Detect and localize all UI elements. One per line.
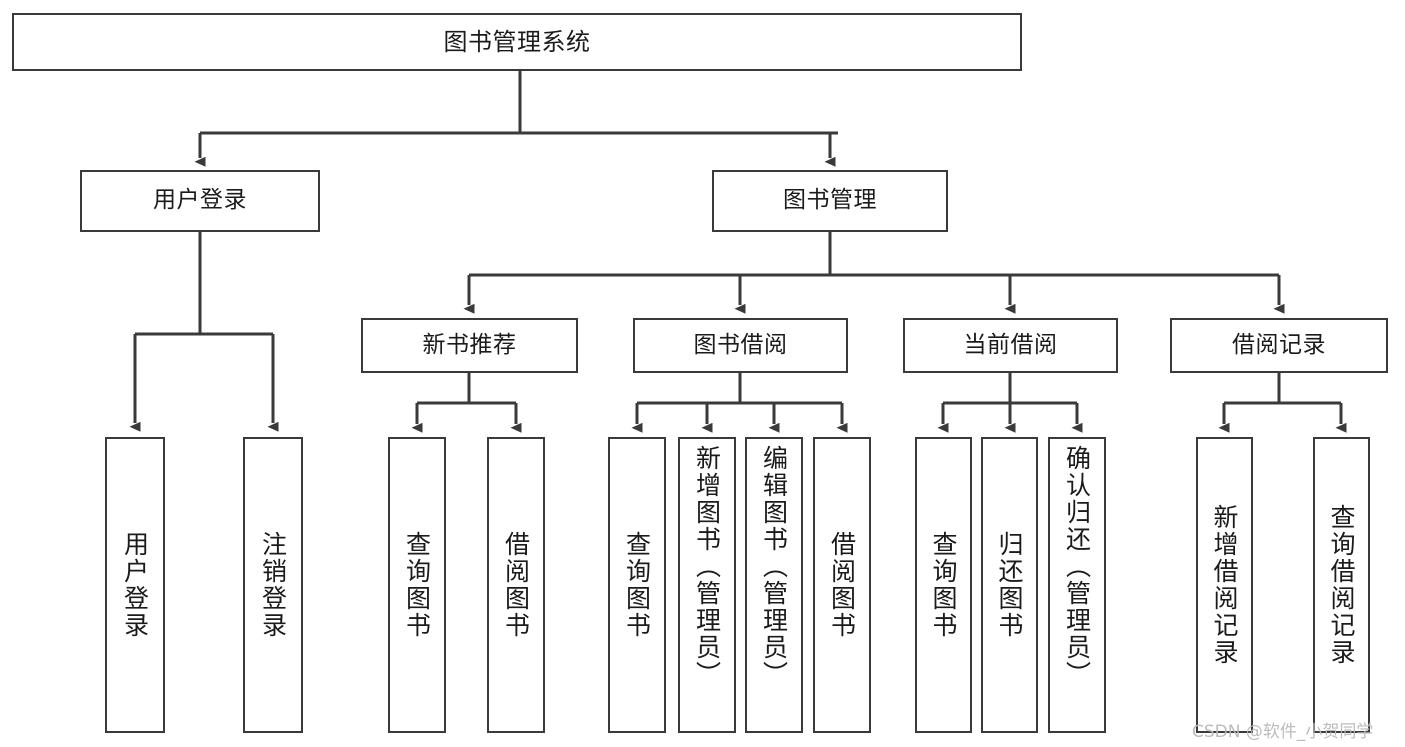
leaf-edit-book-admin[interactable]: 编辑图书（管理员） [745, 437, 803, 733]
node-book-management[interactable]: 图书管理 [712, 170, 948, 232]
node-book-management-label: 图书管理 [783, 187, 877, 214]
leaf-borrow-book-recommend-label: 借阅图书 [501, 531, 531, 639]
leaf-query-borrow-record[interactable]: 查询借阅记录 [1313, 437, 1370, 733]
node-book-borrow-label: 图书借阅 [693, 331, 788, 358]
leaf-user-login-label: 用户登录 [120, 531, 150, 639]
node-user-login-label: 用户登录 [153, 187, 247, 214]
node-borrow-record[interactable]: 借阅记录 [1170, 318, 1388, 373]
node-current-borrow[interactable]: 当前借阅 [903, 318, 1118, 373]
node-borrow-record-label: 借阅记录 [1232, 331, 1326, 358]
leaf-edit-book-admin-label: 编辑图书（管理员） [759, 445, 789, 688]
node-new-book-recommend-label: 新书推荐 [422, 331, 517, 358]
leaf-query-book-current-label: 查询图书 [929, 531, 958, 639]
leaf-query-book-current[interactable]: 查询图书 [915, 437, 972, 733]
leaf-borrow-book-label: 借阅图书 [827, 531, 857, 639]
leaf-confirm-return-admin-label: 确认归还（管理员） [1062, 445, 1092, 688]
leaf-borrow-book-recommend[interactable]: 借阅图书 [487, 437, 545, 733]
node-root-label: 图书管理系统 [443, 27, 591, 56]
node-book-borrow[interactable]: 图书借阅 [633, 318, 848, 373]
leaf-confirm-return-admin[interactable]: 确认归还（管理员） [1048, 437, 1106, 733]
leaf-borrow-book[interactable]: 借阅图书 [813, 437, 871, 733]
leaf-add-borrow-record[interactable]: 新增借阅记录 [1196, 437, 1253, 733]
node-user-login[interactable]: 用户登录 [80, 170, 320, 232]
leaf-add-book-admin[interactable]: 新增图书（管理员） [678, 437, 736, 733]
node-root[interactable]: 图书管理系统 [12, 13, 1022, 71]
leaf-query-borrow-record-label: 查询借阅记录 [1327, 504, 1356, 666]
leaf-query-book-recommend-label: 查询图书 [402, 531, 432, 639]
leaf-user-login[interactable]: 用户登录 [105, 437, 165, 733]
leaf-query-book-recommend[interactable]: 查询图书 [388, 437, 446, 733]
leaf-return-book-label: 归还图书 [995, 531, 1024, 639]
node-current-borrow-label: 当前借阅 [963, 331, 1058, 358]
leaf-add-borrow-record-label: 新增借阅记录 [1210, 504, 1239, 666]
leaf-add-book-admin-label: 新增图书（管理员） [692, 445, 722, 688]
leaf-return-book[interactable]: 归还图书 [981, 437, 1038, 733]
leaf-query-book-borrow[interactable]: 查询图书 [608, 437, 666, 733]
leaf-logout-label: 注销登录 [258, 531, 288, 639]
leaf-logout[interactable]: 注销登录 [243, 437, 303, 733]
csdn-watermark: CSDN @软件_小贺同学 [1192, 722, 1374, 742]
leaf-query-book-borrow-label: 查询图书 [622, 531, 652, 639]
node-new-book-recommend[interactable]: 新书推荐 [361, 318, 578, 373]
